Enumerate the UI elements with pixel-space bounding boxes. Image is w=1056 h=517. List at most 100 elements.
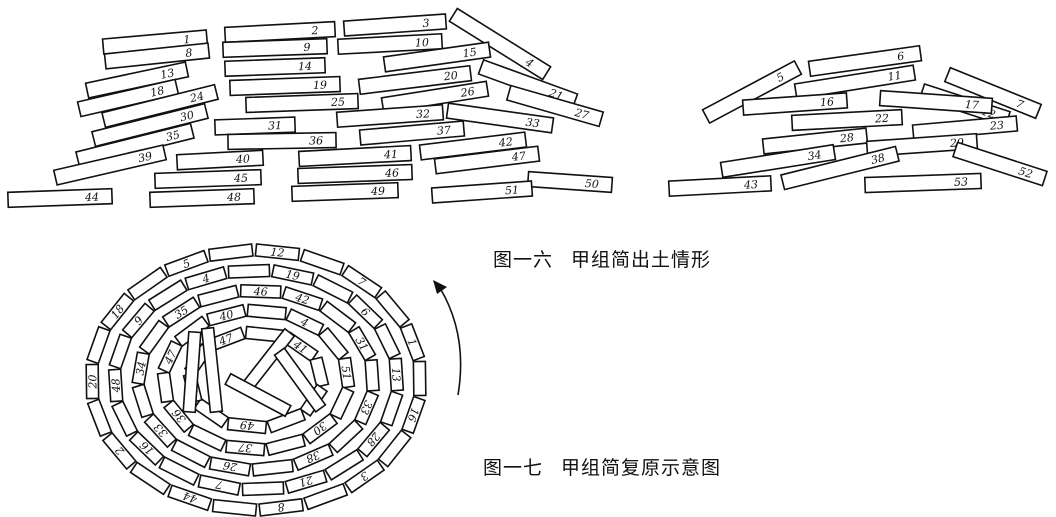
reconstructed-slip-number: 37	[238, 440, 253, 454]
reconstructed-slip	[197, 284, 240, 308]
slip-number: 1	[183, 33, 191, 47]
bamboo-slip-20: 20	[357, 64, 473, 96]
reconstructed-slip-number: 1	[405, 337, 420, 348]
reconstructed-slip-number: 51	[339, 365, 354, 381]
bamboo-slip-14: 14	[223, 56, 327, 78]
bamboo-slip-39: 39	[52, 144, 168, 186]
reconstructed-slip: 12	[254, 243, 301, 262]
slip-number: 32	[416, 107, 431, 121]
slip-number: 43	[743, 178, 759, 192]
reconstructed-slip	[108, 333, 133, 370]
bamboo-slip-52: 52	[951, 141, 1049, 187]
reconstructed-slip-number: 34	[134, 360, 149, 376]
bamboo-slip-10: 10	[336, 32, 444, 56]
reconstructed-slip-number: 44	[181, 489, 199, 506]
inner-loose-slip	[200, 326, 224, 414]
slip-number: 18	[149, 84, 166, 100]
slip-number: 11	[887, 69, 903, 84]
reconstructed-slip: 31	[347, 325, 377, 362]
reconstructed-slip	[170, 438, 212, 469]
slip-number: 9	[303, 41, 310, 54]
slip-number: 42	[497, 135, 513, 150]
reconstructed-slip-number: 47	[216, 331, 235, 348]
bamboo-slip-46: 46	[296, 163, 414, 185]
slip-number: 20	[442, 69, 458, 84]
reconstructed-slip: 7	[340, 264, 383, 299]
reconstructed-slip: 13	[388, 357, 405, 392]
reconstructed-slip	[187, 423, 227, 452]
slip-number: 37	[436, 124, 451, 138]
reconstructed-slip-number: 8	[277, 500, 286, 514]
bamboo-slip-34: 34	[719, 143, 837, 179]
reconstructed-slip-number: 33	[357, 399, 374, 417]
bamboo-slip-4: 4	[448, 7, 552, 81]
reconstructed-slip-number: 47	[161, 348, 179, 367]
slip-number: 15	[462, 45, 478, 60]
reconstructed-slip: 19	[270, 263, 315, 286]
reconstructed-slip	[311, 273, 354, 304]
slip-number: 40	[235, 152, 251, 166]
slip-number: 31	[268, 119, 282, 132]
reconstructed-slip-number: 16	[405, 406, 422, 424]
bamboo-slip-24: 24	[100, 83, 220, 129]
reconstructed-slip: 33	[353, 389, 380, 426]
reconstructed-slip	[302, 482, 349, 511]
reconstruction-spiral: 1271163844220185196132821716489442313338…	[85, 243, 427, 517]
slip-number: 38	[870, 151, 887, 167]
reconstructed-slip-number: 31	[353, 335, 371, 354]
reconstructed-slip: 30	[301, 412, 339, 445]
reconstructed-slip	[85, 325, 112, 365]
reconstructed-slip	[156, 371, 175, 404]
slip-number: 10	[415, 36, 430, 50]
reconstructed-slip: 21	[284, 469, 328, 495]
bamboo-slip-40: 40	[175, 149, 265, 171]
reconstructed-slip: 6	[347, 293, 384, 330]
reconstructed-slip-number: 4	[200, 272, 211, 287]
reconstructed-slip-number: 46	[252, 285, 267, 298]
slip-number: 25	[330, 96, 345, 110]
slip-number: 22	[874, 112, 890, 126]
slip-number: 48	[226, 191, 241, 205]
bamboo-slip-26: 26	[380, 80, 490, 114]
slip-number: 19	[313, 79, 327, 92]
bamboo-slip-37: 37	[358, 120, 466, 146]
reconstructed-slip	[412, 360, 427, 397]
reconstructed-slip: 49	[226, 416, 268, 435]
bamboo-slip-3: 3	[342, 13, 448, 37]
slip-number: 6	[896, 50, 905, 64]
reconstructed-slip	[328, 419, 364, 454]
bamboo-slip-43: 43	[667, 175, 773, 197]
reconstructed-slip: 9	[121, 302, 156, 339]
slip-number: 8	[185, 46, 193, 60]
bamboo-slip-35: 35	[74, 122, 196, 168]
reconstructed-slip-number: 19	[284, 268, 300, 284]
reconstructed-slip: 42	[281, 285, 324, 312]
reconstructed-slip: 37	[224, 439, 266, 457]
slip-number: 26	[459, 85, 476, 100]
reconstructed-slip-number: 42	[293, 290, 311, 307]
bamboo-slip-51: 51	[430, 180, 534, 204]
figure-17-number: 图一七	[483, 457, 544, 479]
reconstructed-slip-number: 12	[270, 246, 285, 260]
reconstructed-slip	[373, 322, 402, 360]
reconstructed-slip: 48	[107, 368, 124, 403]
reconstructed-slip: 34	[131, 351, 151, 386]
reconstructed-slip	[131, 383, 155, 419]
bamboo-slip-27: 27	[505, 84, 605, 128]
slip-number: 45	[233, 172, 248, 186]
bamboo-slip-48: 48	[148, 187, 256, 209]
slip-number: 50	[584, 177, 599, 191]
bamboo-slip-53: 53	[863, 172, 983, 194]
inner-loose-slip	[273, 347, 327, 413]
bamboo-slip-16: 16	[741, 92, 849, 116]
reconstructed-slip-number: 20	[86, 374, 99, 389]
reconstructed-slip: 33	[143, 412, 178, 449]
reconstructed-slip	[129, 461, 172, 496]
slip-number: 24	[188, 89, 206, 105]
reconstructed-slip: 35	[161, 296, 201, 329]
reconstructed-slip: 16	[400, 395, 427, 435]
slip-number: 27	[572, 106, 590, 123]
reconstructed-slip: 18	[100, 292, 135, 331]
